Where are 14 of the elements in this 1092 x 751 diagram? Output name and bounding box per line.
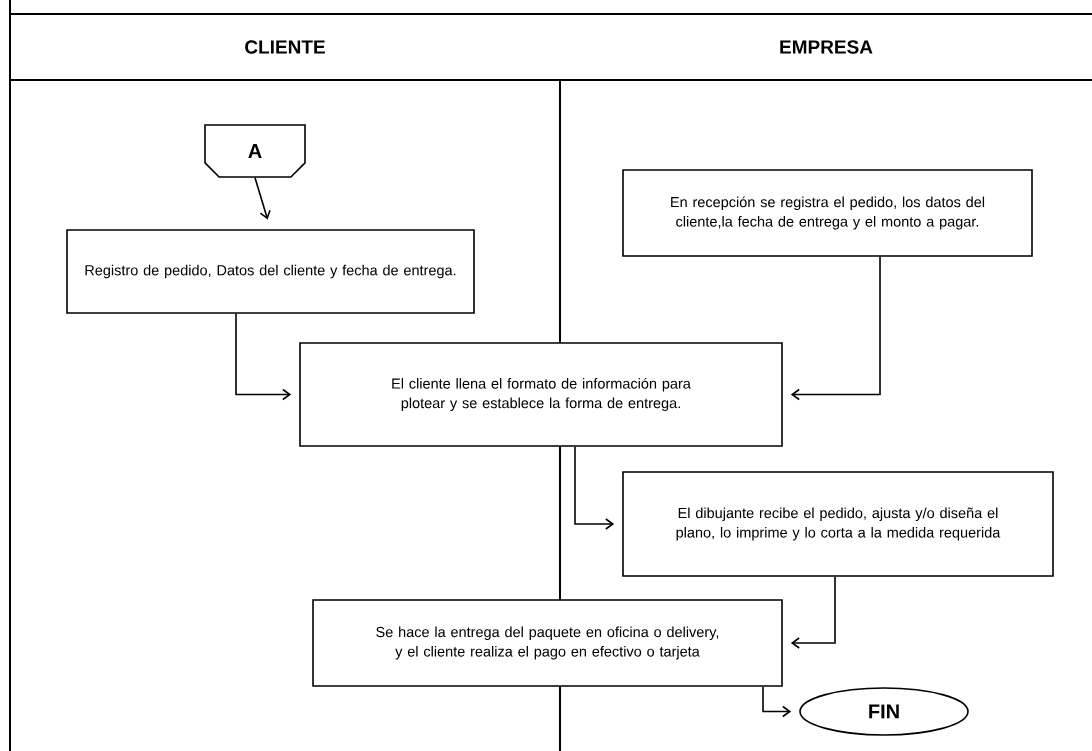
arrow <box>235 313 292 401</box>
process-box: En recepción se registra el pedido, los datos del cliente,la fecha de entrega y el monto a pagar. <box>622 169 1033 257</box>
arrow <box>762 686 792 718</box>
terminal-oval: FIN <box>799 687 969 736</box>
arrow <box>574 446 615 530</box>
process-box: Se hace la entrega del paquete en oficina o delivery, y el cliente realiza el pago en efectivo o tarjeta <box>312 599 783 687</box>
process-box: El dibujante recibe el pedido, ajusta y/o diseña el plano, lo imprime y lo corta a la medida requerida <box>622 471 1054 577</box>
process-box: El cliente llena el formato de información para plotear y se establece la forma de entrega. <box>299 342 783 447</box>
arrow <box>254 177 271 220</box>
lane-header: EMPRESA <box>780 40 873 54</box>
arrow <box>790 256 881 401</box>
process-box: Registro de pedido, Datos del cliente y fecha de entrega. <box>66 229 475 314</box>
arrow <box>790 576 836 649</box>
lane-header: CLIENTE <box>245 40 325 54</box>
